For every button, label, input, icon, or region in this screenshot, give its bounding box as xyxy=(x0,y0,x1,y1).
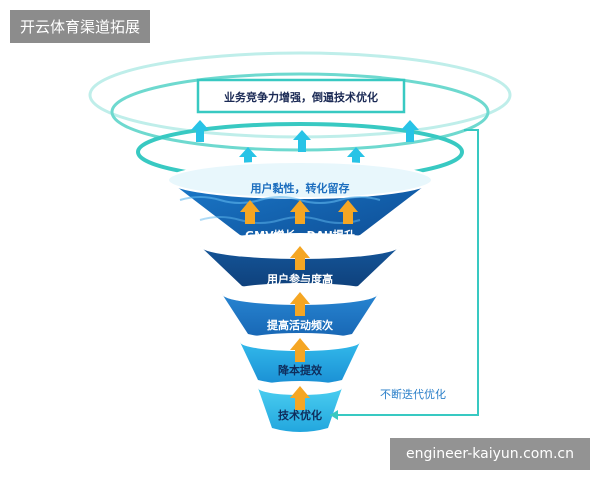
funnel-arrows xyxy=(240,200,358,410)
up-arrow-icon xyxy=(290,338,310,362)
up-arrow-icon xyxy=(401,120,419,142)
up-arrow-icon xyxy=(239,147,257,169)
layer-2-label: GMV增长、DAU提升 xyxy=(245,228,355,242)
top-goal-text: 业务竞争力增强，倒逼技术优化 xyxy=(224,90,378,104)
up-arrow-icon xyxy=(290,200,310,224)
layer-5-label: 降本提效 xyxy=(278,363,323,377)
up-arrow-icon xyxy=(191,120,209,142)
watermark: engineer-kaiyun.com.cn xyxy=(390,438,590,470)
layer-1-label: 用户黏性，转化留存 xyxy=(251,181,350,195)
feedback-loop-line xyxy=(330,129,479,416)
up-arrow-icon xyxy=(240,200,260,224)
layer-4-label: 提高活动频次 xyxy=(267,318,333,332)
layer-6-label: 技术优化 xyxy=(278,408,322,422)
up-arrow-icon xyxy=(338,200,358,224)
header-badge: 开云体育渠道拓展 xyxy=(10,10,151,43)
up-arrow-icon xyxy=(290,292,310,316)
feedback-label: 不断迭代优化 xyxy=(380,387,446,401)
up-arrow-icon xyxy=(293,130,311,152)
top-goal-box xyxy=(196,78,406,114)
up-arrow-icon xyxy=(290,386,310,410)
upper-arrows xyxy=(191,120,419,169)
layer-3-label: 用户参与度高 xyxy=(267,272,333,286)
feedback-arrow-icon xyxy=(330,410,338,420)
up-arrow-icon xyxy=(290,246,310,270)
up-arrow-icon xyxy=(347,147,365,169)
